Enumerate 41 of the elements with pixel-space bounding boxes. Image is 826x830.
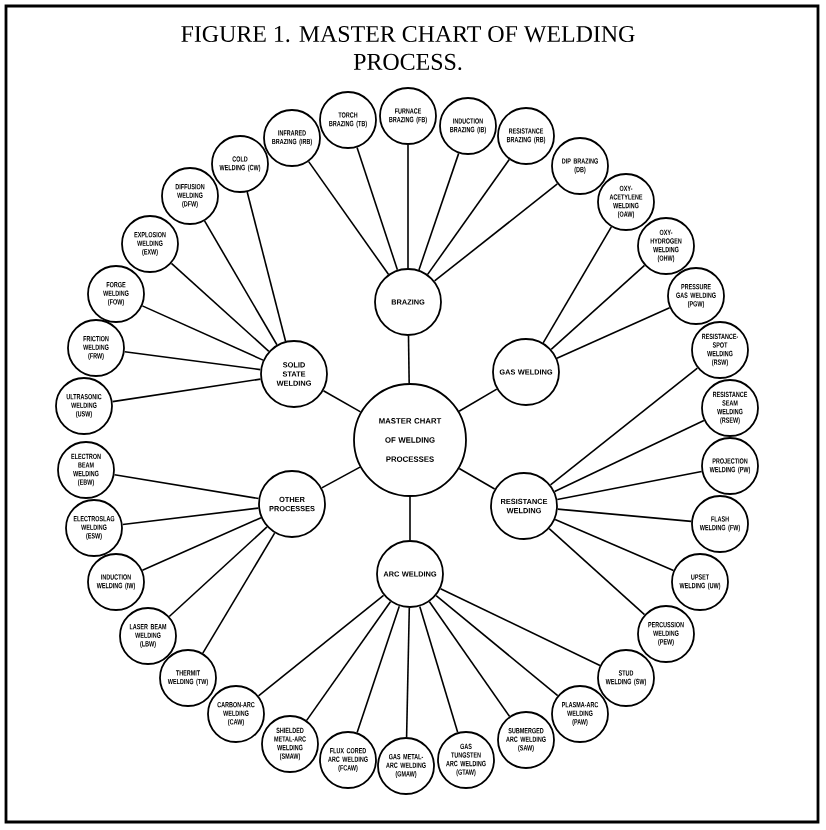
connector-line bbox=[405, 607, 411, 738]
connector-line bbox=[433, 183, 559, 282]
connector-line bbox=[121, 507, 260, 526]
connector-line bbox=[458, 388, 498, 413]
connector-line bbox=[322, 389, 362, 413]
connector-line bbox=[556, 470, 703, 501]
connector-line bbox=[246, 191, 287, 342]
connector-line bbox=[305, 600, 392, 722]
connector-line bbox=[556, 307, 671, 359]
connector-line bbox=[307, 160, 390, 276]
connector-line bbox=[426, 158, 511, 276]
connector-line bbox=[542, 226, 613, 344]
connector-line bbox=[418, 605, 459, 734]
connector-line bbox=[123, 350, 262, 371]
connector-line bbox=[141, 516, 262, 572]
connector-line bbox=[409, 496, 411, 541]
figure-title: FIGURE 1. MASTER CHART OF WELDING PROCESS. bbox=[181, 25, 635, 71]
connector-line bbox=[203, 220, 278, 346]
connector-line bbox=[550, 264, 646, 351]
connector-line bbox=[548, 527, 646, 616]
connector-line bbox=[407, 144, 409, 269]
connector-line bbox=[554, 518, 675, 572]
connector-line bbox=[458, 467, 496, 490]
connector-line bbox=[553, 419, 705, 493]
connector-line bbox=[435, 594, 559, 697]
connector-line bbox=[113, 473, 260, 500]
connector-line bbox=[168, 526, 268, 618]
connector-line bbox=[418, 152, 460, 271]
connector-line bbox=[356, 605, 401, 734]
connector-line bbox=[556, 508, 693, 523]
connector-line bbox=[141, 305, 264, 361]
connector-line bbox=[257, 594, 385, 697]
connector-line bbox=[321, 466, 361, 489]
connector-line bbox=[549, 367, 699, 486]
connector-line bbox=[428, 601, 511, 718]
connector-line bbox=[439, 587, 601, 667]
connector-line bbox=[170, 262, 270, 353]
connector-line bbox=[356, 146, 399, 271]
connector-line bbox=[202, 532, 276, 654]
connector-line bbox=[407, 335, 410, 384]
connector-line bbox=[111, 378, 262, 403]
